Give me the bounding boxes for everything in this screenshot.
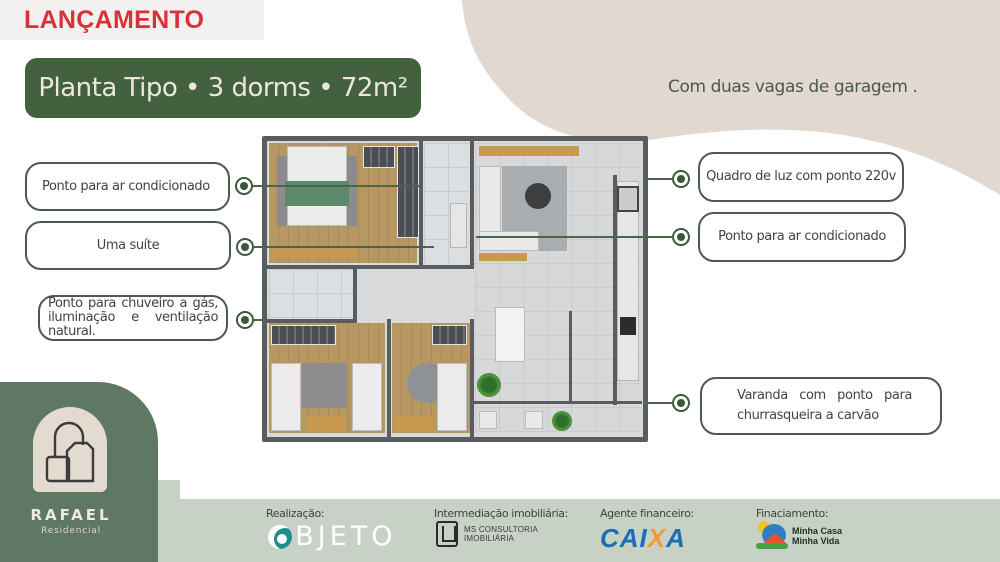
marker-dot-icon	[672, 228, 690, 246]
mcmv-wordmark: Minha Casa Minha Vida	[792, 526, 842, 546]
marker-dot-icon	[236, 238, 254, 256]
wall	[569, 311, 572, 401]
suite-sink-counter	[450, 203, 467, 248]
callout-text: Quadro de luz com ponto 220v	[706, 169, 896, 184]
bedroom-3-desk	[395, 416, 433, 431]
ms-line-2: IMOBILIÁRIA	[464, 534, 515, 543]
wall	[387, 319, 391, 437]
plan-title-pill: Planta Tipo • 3 dorms • 72m²	[25, 58, 421, 118]
callout-text: Ponto para ar condicionado	[42, 178, 210, 194]
bedroom-3-wardrobe	[432, 325, 467, 345]
callout-text: Varanda com ponto para churrasqueira a c…	[737, 388, 912, 423]
master-wardrobe	[397, 146, 419, 238]
intermediacao-label: Intermediação imobiliária:	[434, 507, 568, 520]
leader-line	[476, 236, 673, 238]
wall	[613, 175, 617, 405]
marker-dot-icon	[235, 177, 253, 195]
objeto-swirl-icon	[268, 524, 292, 549]
minha-casa-minha-vida-logo: Minha Casa Minha Vida	[756, 521, 842, 551]
wall	[267, 319, 357, 323]
master-wardrobe-top	[363, 146, 395, 168]
bedroom-2-desk	[307, 416, 345, 431]
callout-right-balcony: Varanda com ponto para churrasqueira a c…	[700, 377, 942, 435]
callout-left-ac: Ponto para ar condicionado	[25, 162, 230, 211]
callout-text: Ponto para ar condicionado	[718, 229, 886, 244]
financiamento-label: Finaciamento:	[756, 507, 829, 520]
leader-line	[254, 319, 266, 321]
callout-text: Ponto para chuveiro a gás, iluminação e …	[48, 296, 218, 339]
bedroom-3-bed	[437, 363, 467, 431]
plan-title: Planta Tipo • 3 dorms • 72m²	[38, 73, 408, 103]
leader-line	[254, 246, 434, 248]
partners-footer: Realização: OBJETO Intermediação imobili…	[158, 499, 1000, 562]
callout-right-ac: Ponto para ar condicionado	[698, 212, 906, 262]
bedroom-2-bed-b	[352, 363, 382, 431]
mcmv-line-2: Minha Vida	[792, 536, 840, 546]
balcony-plant	[552, 411, 572, 431]
dining-plant	[477, 373, 501, 397]
leader-line	[645, 178, 673, 180]
fridge	[617, 186, 639, 212]
tv-stand	[479, 146, 579, 156]
marker-dot-icon	[672, 394, 690, 412]
launch-banner: LANÇAMENTO	[0, 0, 264, 40]
ms-line-1: MS CONSULTORIA	[464, 525, 539, 534]
dining-table	[495, 307, 525, 362]
agente-label: Agente financeiro:	[600, 507, 694, 520]
caixa-part-2: A	[666, 523, 686, 553]
launch-label: LANÇAMENTO	[24, 5, 205, 34]
wall	[470, 319, 474, 437]
brand-subtitle: Residencial	[41, 526, 101, 536]
caixa-x: X	[647, 523, 667, 553]
building-arch-logo-icon	[33, 407, 107, 492]
brand-name: RAFAEL	[30, 506, 112, 524]
ms-consultoria-logo: MS CONSULTORIA IMOBILIÁRIA	[436, 521, 538, 547]
bedroom-2-bed-a	[271, 363, 301, 431]
caixa-part-1: CAI	[600, 523, 648, 553]
floor-plan	[262, 136, 648, 442]
caixa-logo: CAIXA	[600, 523, 686, 554]
coffee-table	[525, 183, 551, 209]
realizacao-label: Realização:	[266, 507, 325, 520]
brand-block: RAFAEL Residencial	[0, 382, 158, 562]
ms-house-icon	[436, 521, 458, 547]
wall	[267, 265, 474, 269]
living-sofa-bottom	[479, 231, 539, 251]
balcony-chair	[479, 411, 497, 429]
wall	[419, 141, 423, 269]
leader-line	[253, 185, 423, 187]
objeto-logo: OBJETO	[268, 521, 397, 552]
master-desk	[272, 249, 357, 259]
callout-left-shower: Ponto para chuveiro a gás, iluminação e …	[38, 295, 228, 341]
mcmv-house-globe-icon	[756, 521, 788, 551]
callout-right-electrical: Quadro de luz com ponto 220v	[698, 152, 904, 202]
wall	[353, 269, 357, 323]
garage-note: Com duas vagas de garagem .	[668, 77, 918, 97]
cooktop	[620, 317, 636, 335]
leader-line	[645, 402, 673, 404]
living-sideboard	[479, 253, 527, 261]
marker-dot-icon	[672, 170, 690, 188]
balcony-chair	[525, 411, 543, 429]
marker-dot-icon	[236, 311, 254, 329]
callout-left-suite: Uma suíte	[25, 221, 231, 270]
ms-wordmark: MS CONSULTORIA IMOBILIÁRIA	[464, 525, 538, 543]
social-bathroom	[269, 269, 354, 319]
mcmv-line-1: Minha Casa	[792, 526, 843, 536]
wall	[472, 401, 642, 404]
bedroom-2-wardrobe	[271, 325, 336, 345]
callout-text: Uma suíte	[96, 237, 160, 253]
bedroom-2-rug	[302, 363, 347, 408]
wall	[470, 141, 474, 269]
